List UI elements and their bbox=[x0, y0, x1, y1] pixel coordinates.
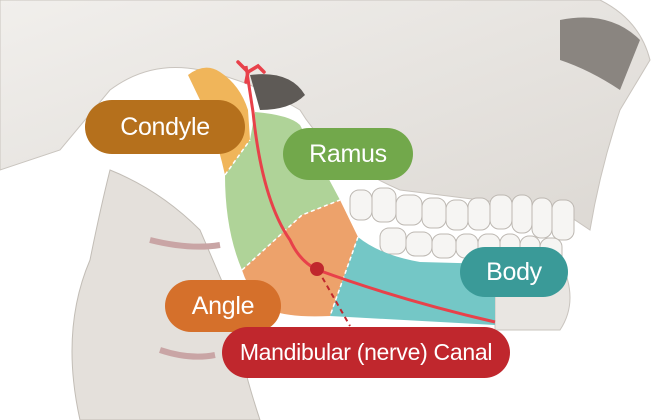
body-label: Body bbox=[460, 247, 568, 297]
joint-shadow bbox=[250, 74, 305, 110]
mandibular-nerve bbox=[244, 65, 496, 324]
teeth bbox=[349, 187, 575, 269]
nerve-point bbox=[310, 262, 324, 276]
nerve-dashed-branch bbox=[317, 269, 351, 327]
region-dividers bbox=[224, 139, 359, 317]
eye-socket bbox=[560, 17, 640, 90]
mandibular-canal-label: Mandibular (nerve) Canal bbox=[222, 327, 510, 378]
body-region bbox=[330, 237, 495, 325]
condyle-label: Condyle bbox=[85, 100, 245, 154]
spine-disc bbox=[159, 347, 216, 360]
spine-disc bbox=[149, 237, 221, 250]
angle-label: Angle bbox=[165, 280, 281, 332]
nerve-branch-top bbox=[236, 60, 266, 84]
ramus-label: Ramus bbox=[283, 128, 413, 180]
